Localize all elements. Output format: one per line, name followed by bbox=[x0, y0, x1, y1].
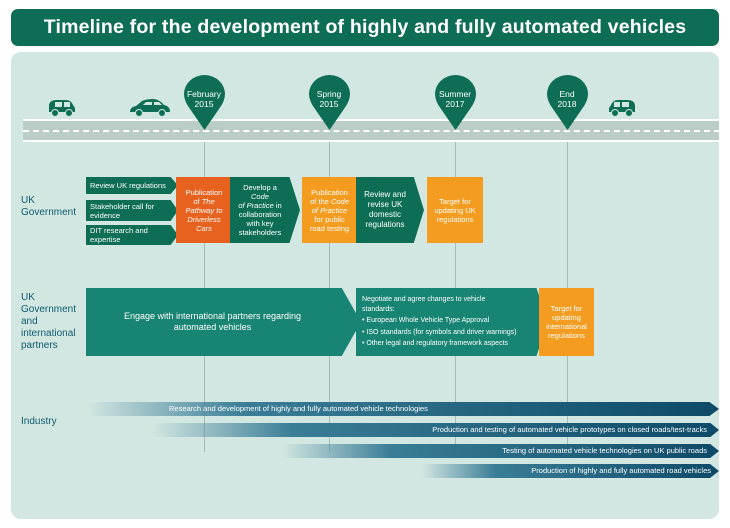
box-text-plain: for public road testing bbox=[309, 214, 350, 233]
stakeholder-call-step: Stakeholder call for evidence bbox=[86, 200, 178, 221]
box-text-plain: Develop a bbox=[243, 183, 277, 192]
industry-band-production: Production of highly and fully automated… bbox=[421, 464, 719, 478]
box-text-plain: Publication of bbox=[185, 187, 223, 206]
box-text: Develop a Code of Practice in collaborat… bbox=[238, 183, 281, 237]
band-text: Production of highly and fully automated… bbox=[531, 466, 711, 475]
negotiate-standards-step: Negotiate and agree changes to vehicle s… bbox=[356, 288, 548, 356]
milestone-label: February 2015 bbox=[186, 89, 221, 109]
band-text: Production and testing of automated vehi… bbox=[432, 425, 707, 434]
row-label-uk-international: UK Government and international partners bbox=[21, 292, 77, 351]
milestone-pin-spring-2015 bbox=[309, 75, 350, 130]
engage-international-step: Engage with international partners regar… bbox=[86, 288, 361, 356]
milestone-label: End 2018 bbox=[557, 89, 577, 109]
review-uk-regulations-step: Review UK regulations bbox=[86, 177, 178, 194]
milestone-pin-feb-2015 bbox=[184, 75, 225, 130]
box-text: Review and revise UK domestic regulation… bbox=[364, 190, 406, 229]
negotiate-point: • European Whole Vehicle Type Approval bbox=[362, 317, 490, 325]
page-title: Timeline for the development of highly a… bbox=[43, 16, 687, 38]
publication-code-box: Publication of the Code of Practice for … bbox=[302, 177, 357, 243]
step-text: Review UK regulations bbox=[90, 181, 166, 190]
small-car-right-icon bbox=[609, 100, 635, 117]
negotiate-point: • ISO standards (for symbols and driver … bbox=[362, 328, 517, 336]
industry-band-prototypes: Production and testing of automated vehi… bbox=[151, 423, 719, 437]
step-text: Stakeholder call for evidence bbox=[90, 201, 155, 220]
row-label-uk-government: UK Government bbox=[21, 195, 77, 218]
title-bar: Timeline for the development of highly a… bbox=[11, 9, 719, 46]
target-international-box: Target for updating international regula… bbox=[539, 288, 594, 356]
negotiate-point: • Other legal and regulatory framework a… bbox=[362, 340, 509, 348]
box-text-italic: Code of Practice bbox=[238, 192, 274, 210]
step-text: DIT research and expertise bbox=[90, 226, 148, 244]
box-text: Engage with international partners regar… bbox=[123, 311, 302, 332]
industry-band-public-roads: Testing of automated vehicle technologie… bbox=[281, 444, 719, 458]
pathway-publication-box: Publication of The Pathway to Driverless… bbox=[176, 177, 232, 243]
box-text-plain: in collaboration with key stakeholders bbox=[238, 201, 282, 237]
negotiate-content: Negotiate and agree changes to vehicle s… bbox=[362, 295, 517, 349]
road bbox=[23, 119, 719, 142]
box-text: Publication of the Code of Practice for … bbox=[310, 188, 349, 233]
box-text: Target for updating international regula… bbox=[546, 304, 587, 340]
negotiate-title: Negotiate and agree changes to vehicle s… bbox=[362, 296, 486, 313]
milestone-label: Summer 2017 bbox=[438, 89, 472, 109]
row-label-industry: Industry bbox=[21, 416, 57, 427]
develop-code-step: Develop a Code of Practice in collaborat… bbox=[230, 177, 300, 243]
milestone-label: Spring 2015 bbox=[316, 89, 342, 109]
road-dash bbox=[23, 130, 719, 132]
box-text: Target for updating UK regulations bbox=[434, 196, 476, 224]
band-text: Research and development of highly and f… bbox=[169, 404, 428, 413]
box-text: Publication of The Pathway to Driverless… bbox=[185, 188, 222, 233]
target-uk-regulations-box: Target for updating UK regulations bbox=[427, 177, 483, 243]
box-text-italic: The Pathway to Driverless Cars bbox=[185, 196, 223, 233]
box-text-plain: Publication of the bbox=[310, 187, 348, 206]
milestone-pin-summer-2017 bbox=[435, 75, 476, 130]
review-revise-step: Review and revise UK domestic regulation… bbox=[356, 177, 424, 243]
small-car-icon bbox=[49, 100, 75, 117]
dit-research-step: DIT research and expertise bbox=[86, 225, 178, 245]
sedan-car-icon bbox=[130, 99, 170, 117]
band-text: Testing of automated vehicle technologie… bbox=[502, 446, 707, 455]
industry-band-research: Research and development of highly and f… bbox=[86, 402, 719, 416]
milestone-pin-end-2018 bbox=[547, 75, 588, 130]
timeline-panel: February 2015 Spring 2015 Summer 2017 En… bbox=[11, 52, 719, 519]
box-text-italic: Code of Practice bbox=[311, 196, 349, 215]
